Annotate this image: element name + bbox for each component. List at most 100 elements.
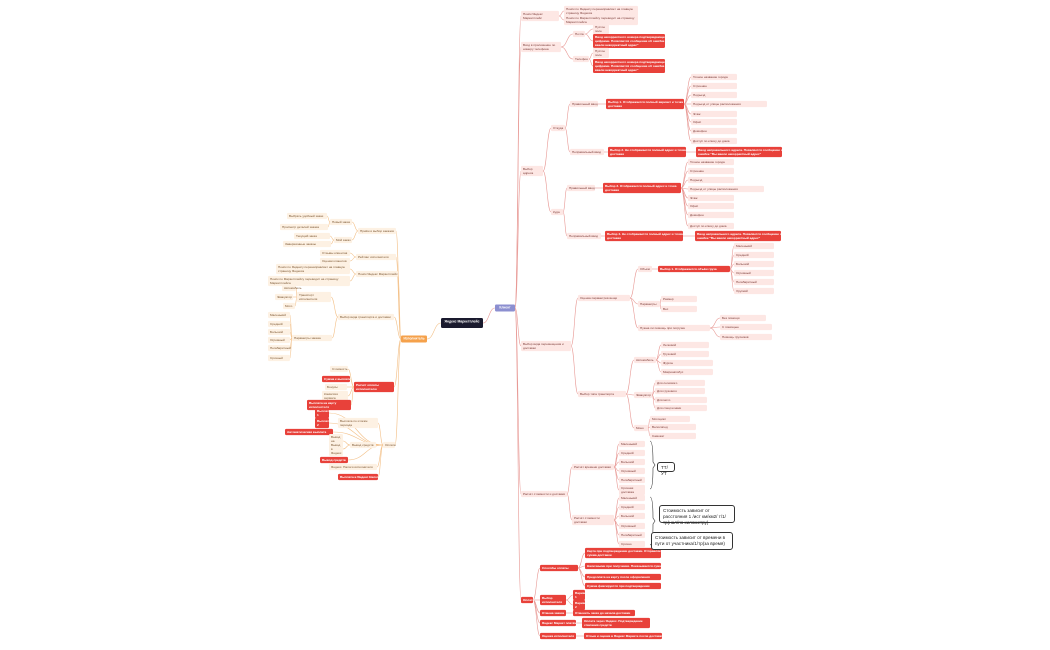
node-l6i[interactable]: Выплата в Яндекс Налоги xyxy=(338,473,380,481)
branch-lb[interactable]: Исполнитель xyxy=(401,335,427,343)
node-r4a1x6[interactable]: Хрупкий xyxy=(734,287,774,295)
node-r5a1[interactable]: Маленький xyxy=(619,440,645,448)
node-l6f[interactable]: Вывод средств xyxy=(350,441,376,449)
node-r6a[interactable]: Способы оплаты xyxy=(540,564,578,572)
node-r6a2[interactable]: Наличными при получении. Показывается су… xyxy=(585,562,664,570)
node-r3a1x4[interactable]: Подъезд от улицы расположения xyxy=(691,100,767,108)
node-r6[interactable]: Оплата xyxy=(521,596,534,604)
node-r4b3c[interactable]: Самокат xyxy=(650,432,696,440)
node-r6c[interactable]: Отмена заказа xyxy=(540,609,566,617)
node-l1b[interactable]: Мой заказ xyxy=(334,236,352,244)
node-l6h[interactable]: Яндекс. Налоги исполнителя xyxy=(329,463,377,471)
node-r6a1[interactable]: Карта при подтверждении доставки. Отправ… xyxy=(585,547,666,559)
node-r3b1x5[interactable]: Этаж xyxy=(688,194,734,202)
node-r6d[interactable]: Яндекс Маркет платёж xyxy=(540,619,577,627)
node-r4a2[interactable]: Параметры xyxy=(638,300,660,308)
node-r3a1[interactable]: Правильный ввод xyxy=(570,100,598,108)
node-l6g[interactable]: Вывод средств xyxy=(320,456,348,464)
node-r4a3c[interactable]: Помощь грузчиков xyxy=(720,333,772,341)
node-r4a[interactable]: Оценка параметров вещи xyxy=(578,294,630,302)
node-r5b3[interactable]: Большой xyxy=(619,512,645,520)
node-l4b3[interactable]: Большой xyxy=(268,328,290,336)
node-r3b2[interactable]: Неправильный ввод xyxy=(567,232,601,240)
node-r3a2x[interactable]: Выбор 2. Не отображается полный адрес и … xyxy=(608,146,686,158)
node-r4b1d[interactable]: Микроавтобус xyxy=(661,368,713,376)
node-r4b2c[interactable]: Для мото xyxy=(655,396,707,404)
node-l3b[interactable]: Поиск по Маркетплейсу переводит на стран… xyxy=(268,275,350,287)
node-r4a1x[interactable]: Выбор 1. Отображается объём груза xyxy=(658,265,730,273)
node-r3a[interactable]: Откуда xyxy=(551,124,565,132)
node-r6e[interactable]: Оценка исполнителя xyxy=(540,632,576,640)
node-r6ex[interactable]: Отзыв и оценка в Яндекс Маркете после до… xyxy=(584,632,663,640)
node-r1b[interactable]: Поиск по Маркетплейсу переводит на стран… xyxy=(564,14,638,26)
node-r2b2[interactable]: Ввод некорректного номера подтверждающег… xyxy=(593,58,672,74)
node-r3a2y[interactable]: Ввод неправильного адреса. Появляется со… xyxy=(696,146,785,158)
node-r3b2x[interactable]: Выбор 4. Не отображается полный адрес и … xyxy=(605,230,683,242)
node-r3a1x8[interactable]: Доступ по ключу до дома xyxy=(691,137,737,145)
node-r4a1x4[interactable]: Огромный xyxy=(734,269,774,277)
node-r3b1x8[interactable]: Доступ по ключу до дома xyxy=(688,222,734,230)
node-r5a2[interactable]: Средний xyxy=(619,449,645,457)
node-r3a1x5[interactable]: Этаж xyxy=(691,110,737,118)
node-l4a2[interactable]: Эвакуатор xyxy=(275,293,293,301)
node-r4a3b[interactable]: С помощью xyxy=(720,323,772,331)
node-l2a[interactable]: Отзывы клиентов xyxy=(320,249,350,257)
node-l4b2[interactable]: Средний xyxy=(268,320,290,328)
node-l6d[interactable]: Автоматическая выплата xyxy=(285,428,333,436)
node-l5b[interactable]: Бонусы xyxy=(325,383,347,391)
node-r4b3b[interactable]: Велосипед xyxy=(650,423,696,431)
node-r5a4[interactable]: Огромный xyxy=(619,467,645,475)
node-r3a1x1[interactable]: Точное название города xyxy=(691,73,737,81)
node-l1[interactable]: Приём и выбор заказов xyxy=(358,227,396,235)
node-r4b3[interactable]: Моно xyxy=(634,424,648,432)
node-r4b3a[interactable]: Мотоцикл xyxy=(650,415,690,423)
node-r3b1x1[interactable]: Точное название города xyxy=(688,158,734,166)
node-r4b2b[interactable]: Для грузового xyxy=(655,387,705,395)
node-l6[interactable]: Оплата xyxy=(383,441,396,449)
node-r3b1x[interactable]: Выбор 3. Отображается полный адрес и точ… xyxy=(603,182,681,194)
node-l4b4[interactable]: Огромный xyxy=(268,336,290,344)
node-r3b1x3[interactable]: Подъезд xyxy=(688,176,734,184)
node-l4b[interactable]: Параметры заказа xyxy=(292,334,332,342)
node-r4a3[interactable]: Нужна ли помощь при погрузке xyxy=(638,324,710,332)
node-r5b2[interactable]: Средний xyxy=(619,503,645,511)
node-r4b1c[interactable]: Фургон xyxy=(661,359,713,367)
node-r4b1b[interactable]: Грузовой xyxy=(661,350,709,358)
node-r5b5[interactable]: Негабаритный xyxy=(619,531,645,539)
node-r4a2b[interactable]: Вес xyxy=(661,305,697,313)
node-r3b2y[interactable]: Ввод неправильного адреса. Появляется со… xyxy=(695,230,784,242)
node-l1b1[interactable]: Текущий заказ xyxy=(294,232,330,240)
node-r6cx[interactable]: Отменить заказ до начала доставки xyxy=(573,609,635,617)
node-l3a[interactable]: Поиск по Яндексу перенаправляет на главн… xyxy=(276,263,350,275)
root-root[interactable]: Яндекс Маркетплейс xyxy=(441,318,483,328)
node-r5b4[interactable]: Огромный xyxy=(619,522,645,530)
node-l5a[interactable]: Стоимость xyxy=(330,365,348,373)
node-r3b1x7[interactable]: Домофон xyxy=(688,211,734,219)
node-r3a1x2[interactable]: Строение xyxy=(691,82,737,90)
node-l4a1[interactable]: Автомобиль xyxy=(282,284,302,292)
node-l4a3[interactable]: Мото xyxy=(283,302,295,310)
node-r5b6[interactable]: Срочно xyxy=(619,540,645,548)
node-r3a1x[interactable]: Выбор 1. Отображается полный вариант и т… xyxy=(606,98,684,110)
node-r4b[interactable]: Выбор типа транспорта xyxy=(578,390,626,398)
node-r3a1x6[interactable]: Офис xyxy=(691,118,737,126)
node-r4b1a[interactable]: Легковой xyxy=(661,341,709,349)
node-r3b1x4[interactable]: Подъезд от улицы расположения xyxy=(688,185,764,193)
node-r3b1x6[interactable]: Офис xyxy=(688,202,734,210)
